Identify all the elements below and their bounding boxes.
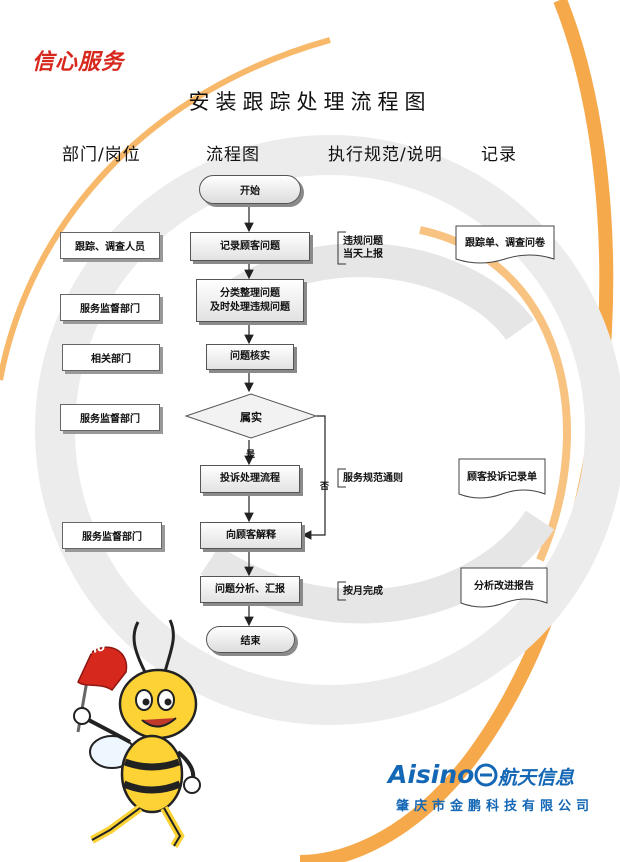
aisino-emblem-icon	[474, 763, 498, 787]
note-monthly: 按月完成	[343, 586, 383, 597]
note-bracket-3	[337, 581, 346, 601]
flow-decision-diamond	[184, 393, 318, 439]
note-violation-line1: 违规问题	[343, 236, 383, 247]
flow-end: 结束	[206, 626, 295, 653]
record-complaint-form: 顾客投诉记录单	[467, 471, 537, 483]
yes-label: 是	[246, 450, 256, 460]
dept-tracking-staff: 跟踪、调查人员	[60, 232, 160, 259]
note-violation: 违规问题 当天上报	[343, 235, 383, 261]
note-bracket-2	[337, 468, 346, 488]
footer-logo-chinese: 航天信息	[498, 767, 575, 789]
page-title: 安装跟踪处理流程图	[188, 90, 432, 114]
flow-decision-label: 属实	[240, 411, 262, 424]
flow-complaint-process: 投诉处理流程	[200, 465, 300, 493]
record-analysis-report: 分析改进报告	[474, 580, 534, 592]
flow-analyze-report: 问题分析、汇报	[200, 576, 300, 603]
flow-verify-issue: 问题核实	[206, 344, 294, 370]
footer-company-name: 肇庆市金鹏科技有限公司	[396, 799, 595, 814]
column-header-flowchart: 流程图	[206, 145, 260, 165]
record-doc-shape-3	[460, 567, 548, 608]
flow-start: 开始	[199, 175, 301, 204]
record-doc-shape-1	[455, 225, 555, 264]
brand-slogan: 信心服务	[32, 50, 125, 75]
column-header-department: 部门/岗位	[62, 145, 141, 165]
column-header-record: 记录	[481, 145, 517, 165]
flow-classify-issues: 分类整理问题 及时处理违规问题	[196, 279, 304, 322]
flow-classify-line2: 及时处理违规问题	[210, 301, 290, 313]
flow-record-customer-issue: 记录顾客问题	[190, 232, 310, 261]
footer-logo-aisino: Aisino	[388, 760, 475, 789]
note-violation-line2: 当天上报	[343, 249, 383, 260]
flow-explain-to-customer: 向顾客解释	[200, 522, 302, 549]
mascot-bee-illustration	[73, 619, 201, 849]
record-tracking-form: 跟踪单、调查问卷	[465, 237, 545, 249]
flow-classify-line1: 分类整理问题	[220, 287, 280, 299]
column-header-spec: 执行规范/说明	[328, 145, 443, 165]
dept-service-supervision-3: 服务监督部门	[62, 522, 162, 549]
no-label: 否	[320, 482, 330, 492]
dept-related: 相关部门	[62, 344, 160, 371]
note-bracket-1	[337, 231, 346, 265]
note-service-standard: 服务规范通则	[343, 473, 403, 484]
record-doc-shape-2	[458, 458, 546, 499]
dept-service-supervision-1: 服务监督部门	[60, 294, 160, 321]
dept-service-supervision-2: 服务监督部门	[60, 404, 160, 431]
